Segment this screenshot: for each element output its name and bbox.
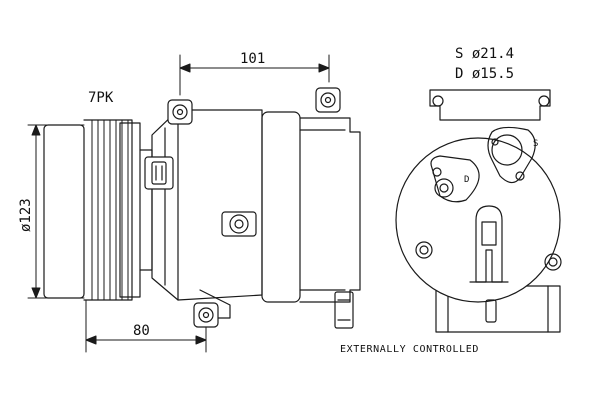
front-view <box>395 89 562 333</box>
discharge-port-label: D ø15.5 <box>455 66 514 82</box>
dimension-diameter <box>27 124 85 299</box>
dimension-pulley <box>85 299 207 353</box>
electrical-connector <box>144 156 174 190</box>
control-valve <box>334 291 354 329</box>
discharge-mark: D <box>464 175 469 185</box>
suction-mark: S <box>533 139 538 149</box>
manifold-plate <box>430 126 536 203</box>
pulley-dim-value: 80 <box>133 323 150 339</box>
control-note: EXTERNALLY CONTROLLED <box>340 344 479 355</box>
pulley <box>43 119 153 301</box>
suction-port <box>491 134 523 166</box>
mounting-ears <box>167 87 341 328</box>
belt-label: 7PK <box>88 90 114 106</box>
discharge-port <box>434 178 454 198</box>
compressor-body <box>151 109 361 319</box>
width-value: 101 <box>240 51 265 67</box>
pulley-grooves <box>91 119 129 301</box>
valve-tower <box>469 205 509 323</box>
suction-port-label: S ø21.4 <box>455 46 514 62</box>
diameter-value: ø123 <box>18 198 34 232</box>
dimension-width <box>179 54 330 96</box>
ports <box>415 95 562 271</box>
side-view <box>43 87 361 329</box>
